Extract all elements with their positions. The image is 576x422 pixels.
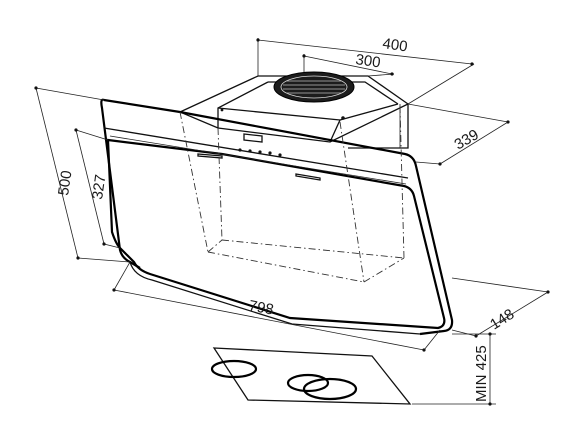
dim-label-300: 300 [354, 51, 381, 71]
dim-label-148: 148 [487, 306, 517, 334]
dim-label-500: 500 [55, 169, 75, 196]
dim-label-327: 327 [89, 173, 109, 200]
dim-327: 327 [74, 128, 121, 249]
dim-label-min-425: MIN 425 [473, 345, 490, 402]
hidden-chimney [179, 105, 405, 283]
dim-label-798: 798 [247, 297, 275, 318]
hob [210, 347, 412, 405]
dim-label-339: 339 [452, 126, 482, 153]
hood-body [100, 98, 454, 336]
fan-grille-icon [273, 71, 355, 103]
dim-339: 339 [407, 103, 510, 166]
dim-300: 300 [302, 51, 395, 77]
dim-400: 400 [256, 35, 475, 105]
dim-label-400: 400 [381, 35, 408, 55]
dim-798: 798 [112, 261, 441, 352]
dim-500: 500 [34, 86, 131, 263]
dim-min-425: MIN 425 [412, 332, 496, 406]
control-buttons [238, 148, 282, 157]
dim-148: 148 [451, 277, 550, 338]
